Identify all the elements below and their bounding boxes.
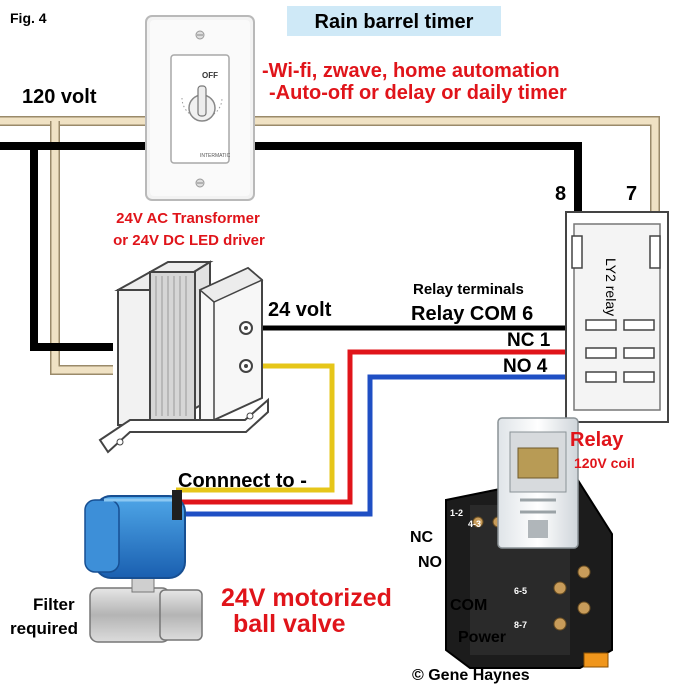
socket-com-label: COM — [450, 597, 487, 614]
relay-body — [497, 417, 579, 549]
timer-off-label: OFF — [202, 71, 218, 80]
feature-line-2: -Auto-off or delay or daily timer — [269, 82, 567, 104]
filter-label-2: required — [10, 619, 78, 638]
pin-7-label: 7 — [626, 183, 637, 205]
transformer-label-1: 24V AC Transformer — [116, 210, 260, 227]
neutral-wire — [0, 116, 660, 375]
relay-schematic: LY2 relay — [565, 211, 669, 423]
relay-com-label: Relay COM 6 — [411, 303, 533, 325]
valve-name-2: ball valve — [233, 610, 346, 638]
relay-photo-title: Relay — [570, 429, 624, 451]
relay-terminals-heading: Relay terminals — [413, 281, 524, 298]
pin-pair-nc: 1-2 — [450, 508, 463, 518]
transformer-label-2: or 24V DC LED driver — [113, 232, 265, 249]
low-voltage-wires — [176, 325, 580, 517]
valve-name-1: 24V motorized — [221, 584, 392, 612]
relay-coil-label: 120V coil — [574, 455, 635, 471]
pin-8-label: 8 — [555, 183, 566, 205]
credit: © Gene Haynes — [412, 667, 530, 684]
low-voltage-label: 24 volt — [268, 299, 332, 321]
feature-line-1: -Wi-fi, zwave, home automation — [262, 60, 560, 82]
figure-title: Rain barrel timer — [315, 11, 474, 33]
pin-pair-no: 4-3 — [468, 519, 481, 529]
pin-pair-power: 8-7 — [514, 620, 527, 630]
main-voltage-label: 120 volt — [22, 86, 97, 108]
pin-pair-com: 6-5 — [514, 586, 527, 596]
transformer — [98, 260, 269, 454]
title-box — [287, 6, 501, 36]
ball-valve — [84, 490, 203, 643]
figure-number: Fig. 4 — [10, 10, 47, 26]
relay-name: LY2 relay — [603, 258, 619, 316]
relay-no-label: NO 4 — [503, 356, 548, 377]
socket-power-label: Power — [458, 629, 506, 646]
socket-no-label: NO — [418, 554, 442, 571]
socket-nc-label: NC — [410, 529, 434, 546]
filter-label-1: Filter — [33, 595, 75, 614]
timer-switch: OFF INTERMATIC — [145, 15, 255, 201]
connect-label: Connnect to - — [178, 470, 307, 492]
relay-nc-label: NC 1 — [507, 330, 551, 351]
timer-brand: INTERMATIC — [200, 153, 231, 159]
